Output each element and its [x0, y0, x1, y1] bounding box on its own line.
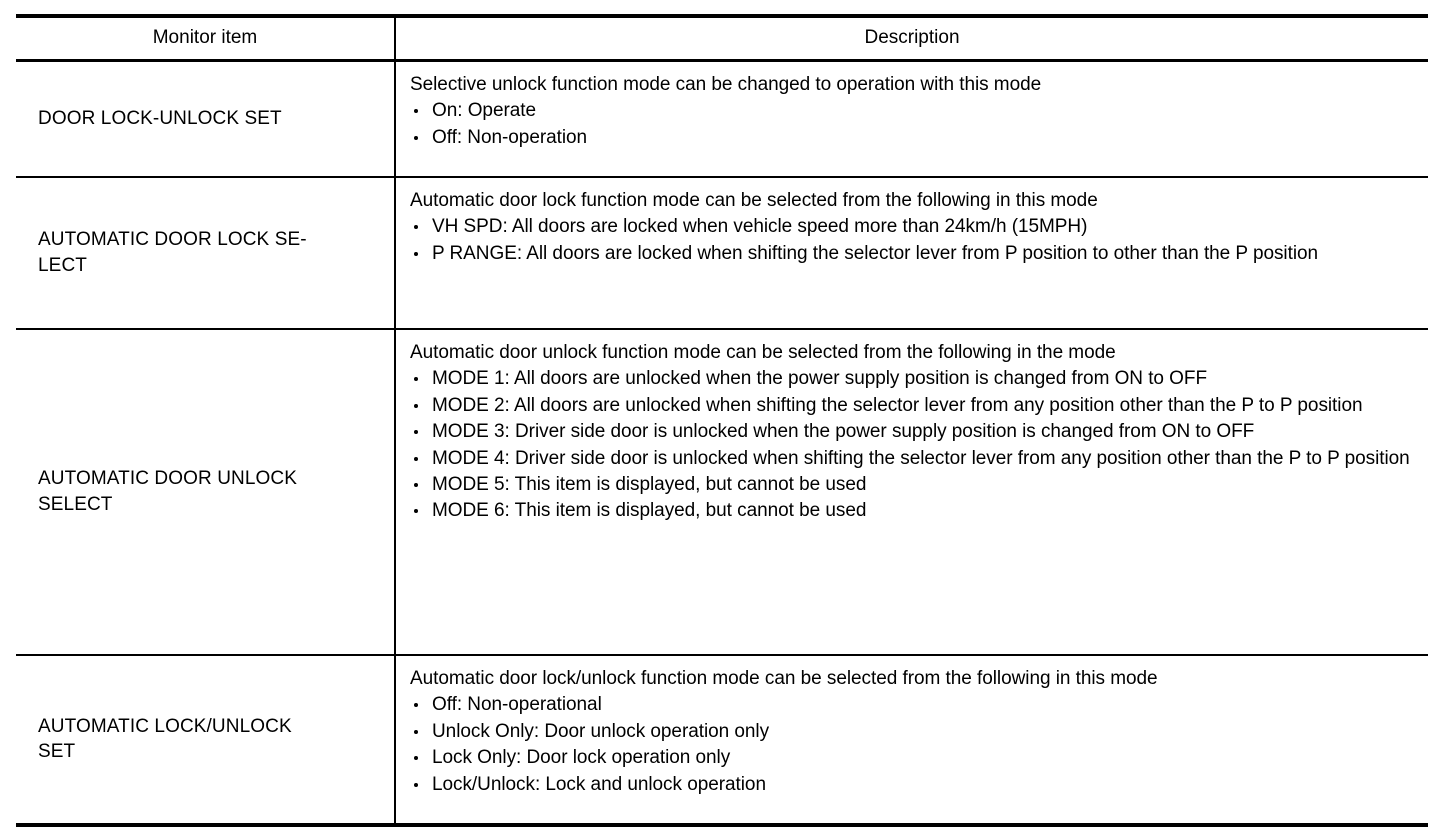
description-bullet-item: MODE 3: Driver side door is unlocked whe… [410, 419, 1416, 444]
description-bullet-text: Off: Non-operation [432, 126, 588, 148]
monitor-item-label: DOOR LOCK-UNLOCK SET [38, 108, 282, 130]
cell-monitor-item: AUTOMATIC DOOR LOCK SE- LECT [16, 176, 396, 330]
table-header: Monitor item Description [16, 16, 1428, 62]
monitor-item-table: Monitor item Description DOOR LOCK-UNLOC… [16, 14, 1428, 827]
column-header-monitor-item: Monitor item [16, 16, 396, 62]
table-row: AUTOMATIC DOOR LOCK SE- LECT Automatic do… [16, 176, 1428, 330]
cell-description: Automatic door unlock function mode can … [395, 328, 1428, 656]
cell-monitor-item: DOOR LOCK-UNLOCK SET [16, 60, 396, 178]
description-bullet-item: MODE 1: All doors are unlocked when the … [410, 366, 1416, 391]
description-lead-text: Automatic door lock/unlock function mode… [410, 667, 1158, 689]
description-bullet-item: MODE 6: This item is displayed, but cann… [410, 498, 1416, 523]
description-bullet-list: VH SPD: All doors are locked when vehicl… [410, 214, 1416, 266]
description-bullet-item: On: Operate [410, 98, 1416, 123]
description-bullet-item: Lock/Unlock: Lock and unlock operation [410, 772, 1416, 797]
cell-monitor-item: AUTOMATIC LOCK/UNLOCK SET [16, 654, 396, 825]
description-bullet-text: MODE 1: All doors are unlocked when the … [432, 368, 1208, 390]
description-bullet-text: MODE 4: Driver side door is unlocked whe… [432, 447, 1410, 469]
bullet-dot-icon [414, 756, 418, 761]
description-bullet-text: MODE 6: This item is displayed, but cann… [432, 500, 867, 522]
bullet-dot-icon [414, 729, 418, 734]
description-bullet-text: On: Operate [432, 100, 537, 122]
description-bullet-text: Unlock Only: Door unlock operation only [432, 720, 770, 742]
description-lead-text: Automatic door unlock function mode can … [410, 341, 1116, 363]
bullet-dot-icon [414, 225, 418, 230]
description-bullet-item: Off: Non-operational [410, 692, 1416, 717]
description-bullet-text: MODE 3: Driver side door is unlocked whe… [432, 421, 1255, 443]
description-lead-text: Selective unlock function mode can be ch… [410, 73, 1042, 95]
bullet-dot-icon [414, 430, 418, 435]
bullet-dot-icon [414, 135, 418, 140]
cell-description: Automatic door lock/unlock function mode… [395, 655, 1428, 825]
table-header-row: Monitor item Description [16, 16, 1428, 62]
cell-monitor-item: AUTOMATIC DOOR UNLOCK SELECT [16, 328, 396, 656]
description-bullet-item: Off: Non-operation [410, 125, 1416, 150]
table-row: AUTOMATIC LOCK/UNLOCK SET Automatic door … [16, 654, 1428, 825]
description-bullet-text: Off: Non-operational [432, 694, 602, 716]
bullet-dot-icon [414, 109, 418, 114]
bullet-dot-icon [414, 377, 418, 382]
bullet-dot-icon [414, 509, 418, 514]
column-header-description: Description [395, 16, 1428, 62]
description-bullet-text: MODE 5: This item is displayed, but cann… [432, 474, 867, 496]
bullet-dot-icon [414, 456, 418, 461]
monitor-item-table-wrapper: Monitor item Description DOOR LOCK-UNLOC… [16, 14, 1428, 827]
cell-description: Automatic door lock function mode can be… [395, 176, 1428, 330]
bullet-dot-icon [414, 782, 418, 787]
table-body: DOOR LOCK-UNLOCK SET Selective unlock fun… [16, 60, 1428, 825]
page-root: Monitor item Description DOOR LOCK-UNLOC… [16, 14, 1428, 827]
description-bullet-text: P RANGE: All doors are locked when shift… [432, 242, 1319, 264]
table-row: AUTOMATIC DOOR UNLOCK SELECT Automatic do… [16, 328, 1428, 656]
bullet-dot-icon [414, 483, 418, 488]
description-bullet-item: MODE 2: All doors are unlocked when shif… [410, 393, 1416, 418]
description-bullet-item: MODE 4: Driver side door is unlocked whe… [410, 446, 1416, 471]
description-lead-text: Automatic door lock function mode can be… [410, 189, 1098, 211]
table-row: DOOR LOCK-UNLOCK SET Selective unlock fun… [16, 60, 1428, 178]
description-bullet-item: P RANGE: All doors are locked when shift… [410, 241, 1416, 266]
description-bullet-text: Lock Only: Door lock operation only [432, 747, 731, 769]
description-bullet-item: Unlock Only: Door unlock operation only [410, 719, 1416, 744]
monitor-item-label: AUTOMATIC DOOR LOCK SE- LECT [38, 229, 307, 276]
monitor-item-label: AUTOMATIC DOOR UNLOCK SELECT [38, 468, 297, 515]
description-bullet-item: Lock Only: Door lock operation only [410, 745, 1416, 770]
description-bullet-text: VH SPD: All doors are locked when vehicl… [432, 216, 1088, 238]
bullet-dot-icon [414, 403, 418, 408]
cell-description: Selective unlock function mode can be ch… [395, 60, 1428, 178]
description-bullet-list: MODE 1: All doors are unlocked when the … [410, 366, 1416, 524]
description-bullet-item: VH SPD: All doors are locked when vehicl… [410, 214, 1416, 239]
bullet-dot-icon [414, 251, 418, 256]
description-bullet-item: MODE 5: This item is displayed, but cann… [410, 472, 1416, 497]
description-bullet-text: MODE 2: All doors are unlocked when shif… [432, 394, 1363, 416]
description-bullet-text: Lock/Unlock: Lock and unlock operation [432, 773, 766, 795]
bullet-dot-icon [414, 703, 418, 708]
monitor-item-label: AUTOMATIC LOCK/UNLOCK SET [38, 715, 292, 763]
